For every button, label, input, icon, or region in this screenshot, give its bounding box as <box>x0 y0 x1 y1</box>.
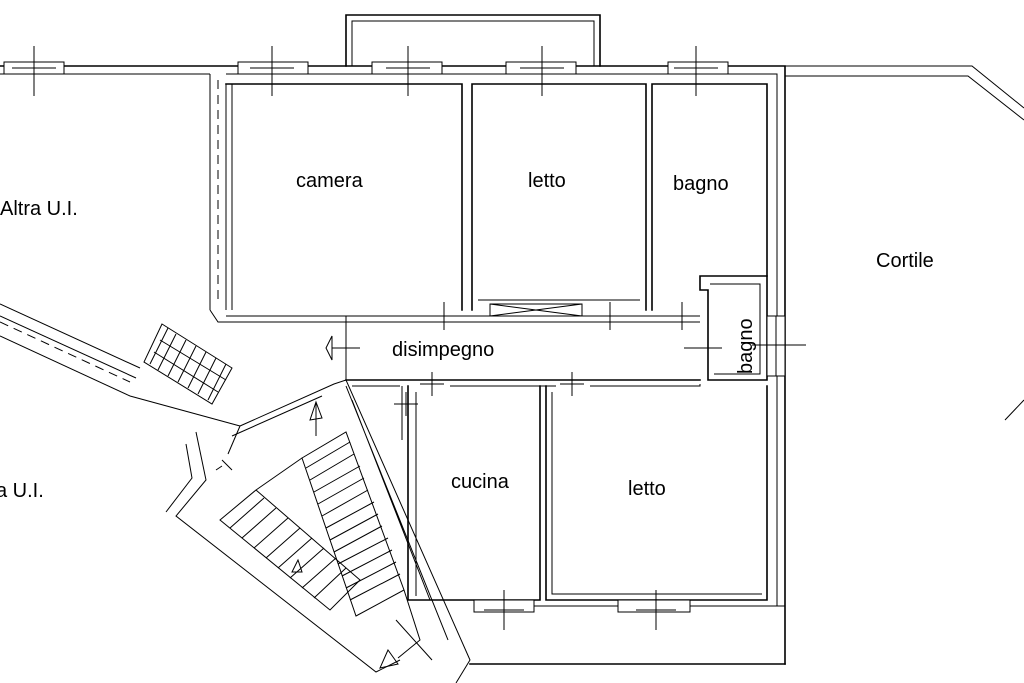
label-bagno-top: bagno <box>673 173 729 195</box>
label-altra-ui-top: Altra U.I. <box>0 198 78 220</box>
label-cortile: Cortile <box>876 250 934 272</box>
label-letto-bottom: letto <box>628 478 666 500</box>
left-shaft <box>209 74 460 323</box>
room-walls-top <box>225 83 768 323</box>
label-letto-top: letto <box>528 170 566 192</box>
small-stair <box>143 323 233 405</box>
label-altra-ui-bottom: a U.I. <box>0 480 44 502</box>
room-labels: camera letto bagno Altra U.I. Cortile di… <box>0 170 934 502</box>
exterior-walls <box>0 65 786 665</box>
label-disimpegno: disimpegno <box>392 339 494 361</box>
stairwell <box>165 379 471 683</box>
room-walls-bottom <box>401 385 768 601</box>
corridor-bottom <box>345 316 701 387</box>
cross-marks <box>12 46 806 630</box>
windows <box>3 61 729 613</box>
label-cucina: cucina <box>451 471 510 493</box>
courtyard-outline <box>785 65 1024 421</box>
diagonal-passage <box>0 303 241 427</box>
label-bagno-small: bagno <box>735 318 757 374</box>
label-camera: camera <box>296 170 364 192</box>
top-balcony <box>345 14 601 67</box>
